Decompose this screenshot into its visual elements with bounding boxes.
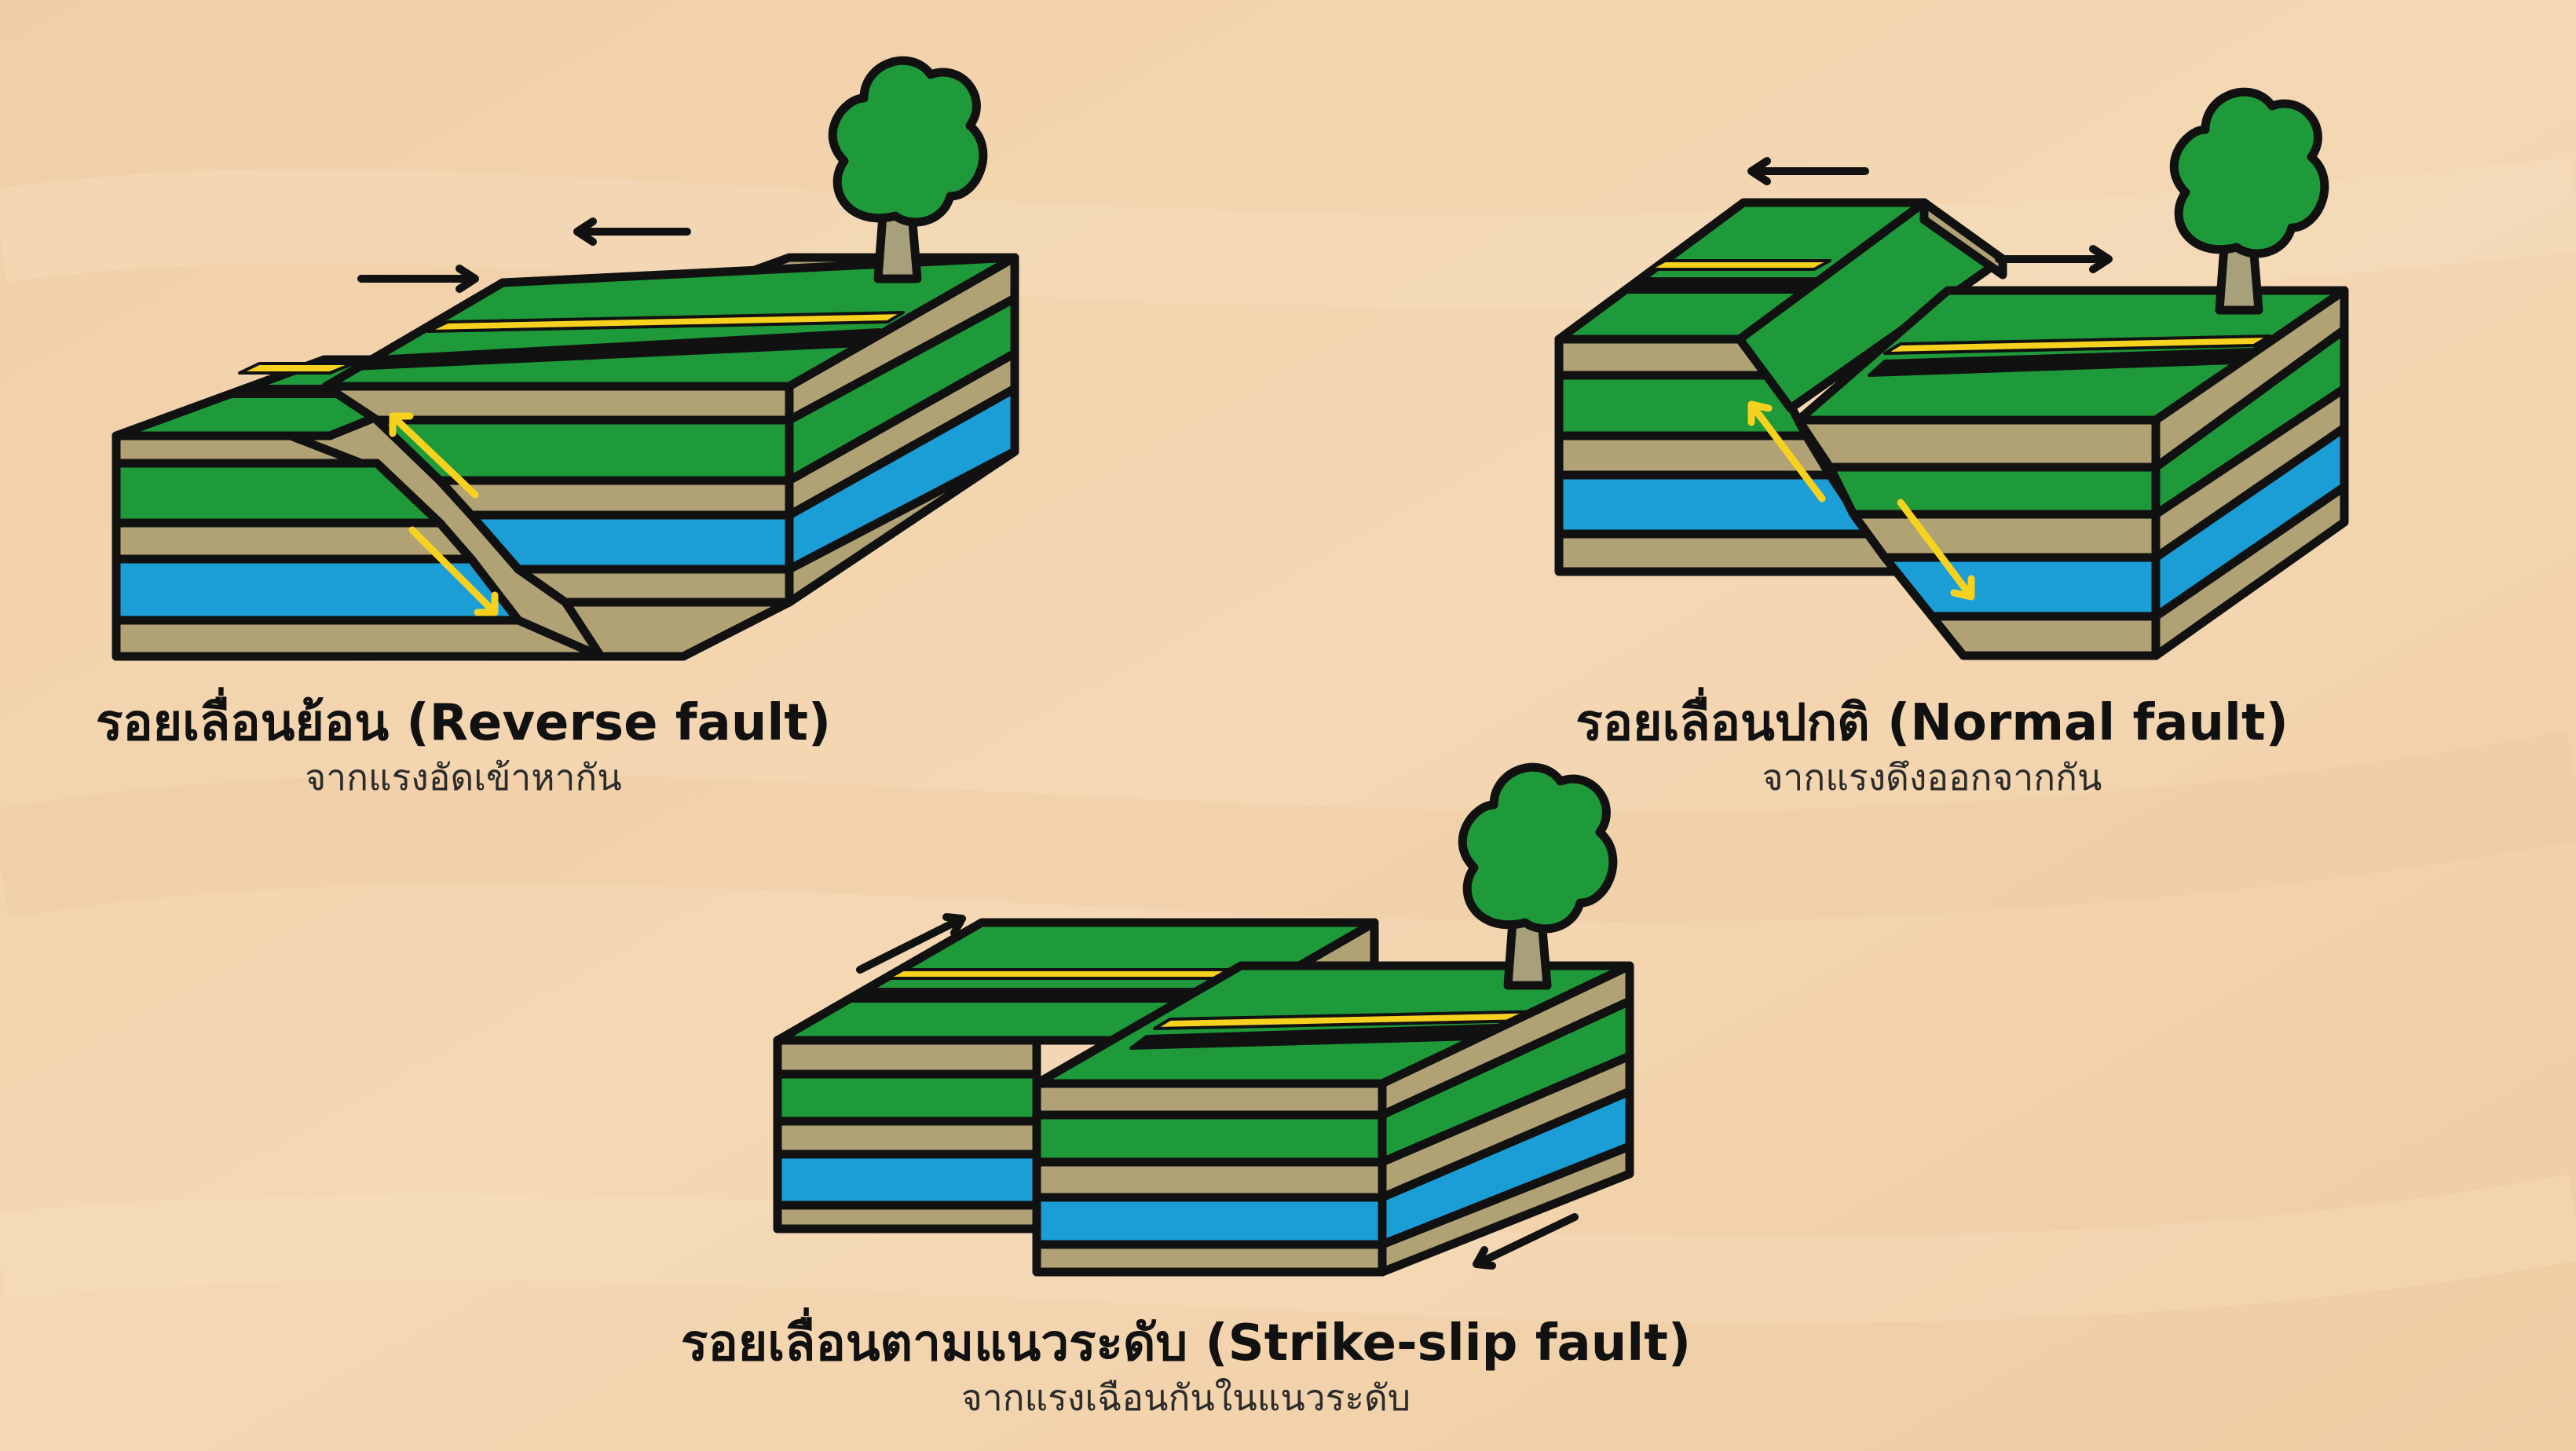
strike-slip-subtitle: จากแรงเฉือนกันในแนวระดับ xyxy=(961,1376,1411,1419)
normal-fault-diagram xyxy=(1554,87,2349,660)
reverse-fault-title: รอยเลื่อนย้อน (Reverse fault) xyxy=(95,694,832,752)
normal-surface-arrows xyxy=(1747,157,2113,273)
reverse-fault-subtitle: จากแรงอัดเข้าหากัน xyxy=(305,756,622,799)
reverse-fault-diagram xyxy=(112,56,1019,661)
strike-slip-title: รอยเลื่อนตามแนวระดับ (Strike-slip fault) xyxy=(680,1314,1692,1372)
normal-fault-caption: รอยเลื่อนปกติ (Normal fault) จากแรงดึงออ… xyxy=(1539,693,2325,801)
strike-slip-fault-diagram xyxy=(773,762,1634,1277)
reverse-fault-arrows xyxy=(389,412,499,616)
normal-fault-subtitle: จากแรงดึงออกจากกัน xyxy=(1762,756,2102,799)
reverse-surface-arrows xyxy=(357,217,691,293)
strike-arrows xyxy=(856,913,1579,1270)
strike-tree-icon xyxy=(1458,762,1618,990)
reverse-tree-icon xyxy=(828,56,988,283)
strike-right-strata xyxy=(1032,1079,1387,1277)
normal-fault-title: รอยเลื่อนปกติ (Normal fault) xyxy=(1575,694,2289,752)
normal-fault-arrows xyxy=(1747,400,1975,601)
reverse-side-face xyxy=(785,253,1019,607)
reverse-right-strata xyxy=(321,382,794,661)
reverse-fault-caption: รอยเลื่อนย้อน (Reverse fault) จากแรงอัดเ… xyxy=(71,693,856,801)
normal-tree-icon xyxy=(2169,87,2329,315)
strike-side-face xyxy=(1378,961,1634,1277)
normal-side-face xyxy=(2151,286,2349,660)
strike-left-strata xyxy=(773,1036,1041,1234)
strike-slip-caption: รอยเลื่อนตามแนวระดับ (Strike-slip fault)… xyxy=(597,1313,1775,1421)
